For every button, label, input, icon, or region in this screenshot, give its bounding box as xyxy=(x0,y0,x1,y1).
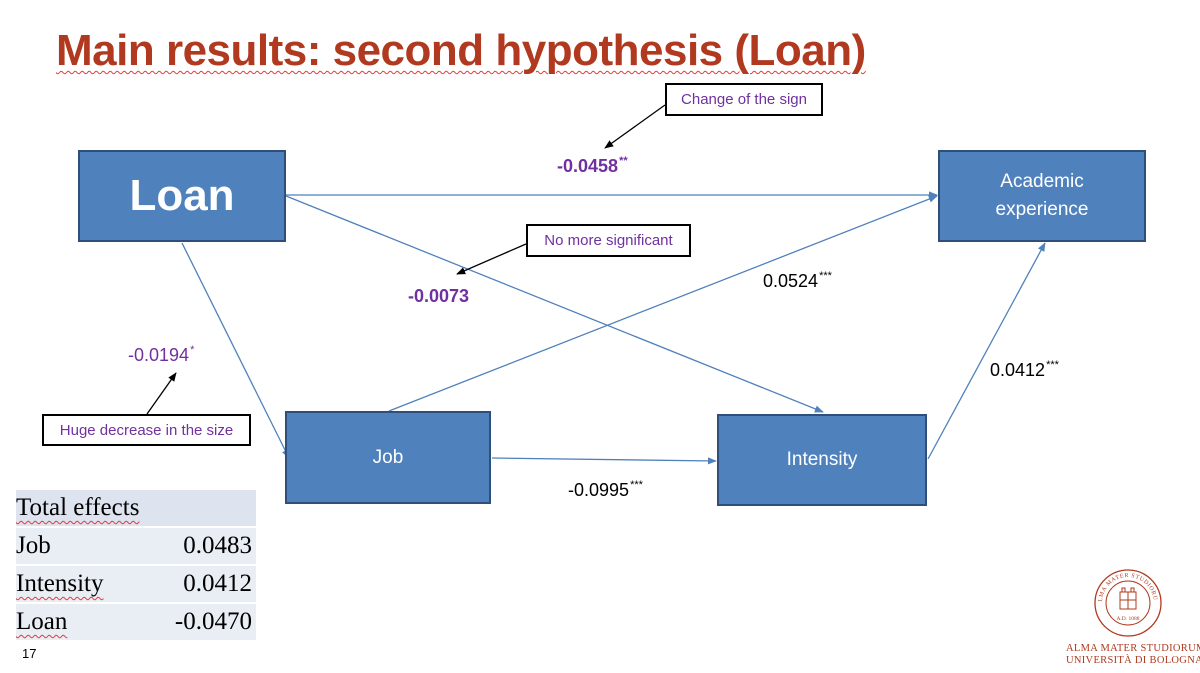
coef-value: -0.0194 xyxy=(128,345,190,365)
node-intensity: Intensity xyxy=(717,414,927,506)
row-value: 0.0412 xyxy=(143,566,256,604)
coef-stars: *** xyxy=(819,270,832,282)
coef-job-intensity: -0.0995*** xyxy=(568,479,643,501)
university-seal-icon: ALMA MATER STUDIORUM A.D. 1088 xyxy=(1090,564,1162,637)
coef-intensity-academic: 0.0412*** xyxy=(990,359,1059,381)
table-header-row: Total effects xyxy=(16,490,256,528)
callout-size-decrease: Huge decrease in the size xyxy=(42,414,251,446)
coef-value: -0.0995 xyxy=(568,480,630,500)
coef-value: -0.0073 xyxy=(408,286,470,306)
coef-loan-job: -0.0194* xyxy=(128,344,194,366)
table-row: Job 0.0483 xyxy=(16,528,256,566)
coef-stars: ** xyxy=(619,155,628,167)
arrow-loan-intensity xyxy=(285,195,824,413)
coef-value: 0.0412 xyxy=(990,360,1046,380)
arrow-job-intensity xyxy=(491,457,717,465)
coef-job-academic: 0.0524*** xyxy=(763,270,832,292)
row-value: -0.0470 xyxy=(143,604,256,642)
arrow-loan-job xyxy=(181,242,290,459)
total-effects-table: Total effects Job 0.0483 Intensity 0.041… xyxy=(16,490,256,642)
table-header-text: Total effects xyxy=(16,494,140,521)
logo-line-2: UNIVERSITÀ DI BOLOGNA xyxy=(1066,655,1200,666)
row-label: Loan xyxy=(16,604,144,642)
coef-stars: *** xyxy=(630,479,643,491)
page-number: 17 xyxy=(22,646,37,661)
table-row: Loan -0.0470 xyxy=(16,604,256,642)
title-text: Main results: second hypothesis (Loan) xyxy=(56,26,866,75)
callout-sign-change: Change of the sign xyxy=(665,83,823,116)
seal-year: A.D. 1088 xyxy=(1116,616,1139,622)
row-value: 0.0483 xyxy=(143,528,256,566)
row-label-text: Intensity xyxy=(16,570,104,597)
coef-value: -0.0458 xyxy=(557,156,619,176)
svg-text:ALMA MATER STUDIORUM: ALMA MATER STUDIORUM xyxy=(1093,568,1158,602)
table-row: Intensity 0.0412 xyxy=(16,566,256,604)
slide-title: Main results: second hypothesis (Loan) xyxy=(56,26,866,76)
coef-value: 0.0524 xyxy=(763,271,819,291)
node-loan: Loan xyxy=(78,150,286,242)
node-academic-experience: Academic experience xyxy=(938,150,1146,242)
row-label: Intensity xyxy=(16,566,144,604)
table-header: Total effects xyxy=(16,490,256,528)
pointer-sign-change xyxy=(604,104,666,149)
seal-text: ALMA MATER STUDIORUM xyxy=(1090,564,1157,602)
coef-loan-intensity: -0.0073 xyxy=(408,286,469,307)
coef-stars: * xyxy=(190,344,195,356)
university-logo: ALMA MATER STUDIORUM A.D. 1088 ALMA MATE… xyxy=(1066,564,1200,667)
pointer-not-significant xyxy=(456,243,527,275)
row-label: Job xyxy=(16,528,144,566)
arrow-job-academic xyxy=(388,195,938,412)
arrow-intensity-academic xyxy=(927,242,1046,460)
pointer-size-decrease xyxy=(146,372,177,415)
coef-loan-academic: -0.0458** xyxy=(557,155,628,177)
logo-line-1: ALMA MATER STUDIORUM xyxy=(1066,643,1200,654)
row-label-text: Loan xyxy=(16,608,68,635)
coef-stars: *** xyxy=(1046,359,1059,371)
callout-not-significant: No more significant xyxy=(526,224,691,257)
node-job: Job xyxy=(285,411,491,504)
